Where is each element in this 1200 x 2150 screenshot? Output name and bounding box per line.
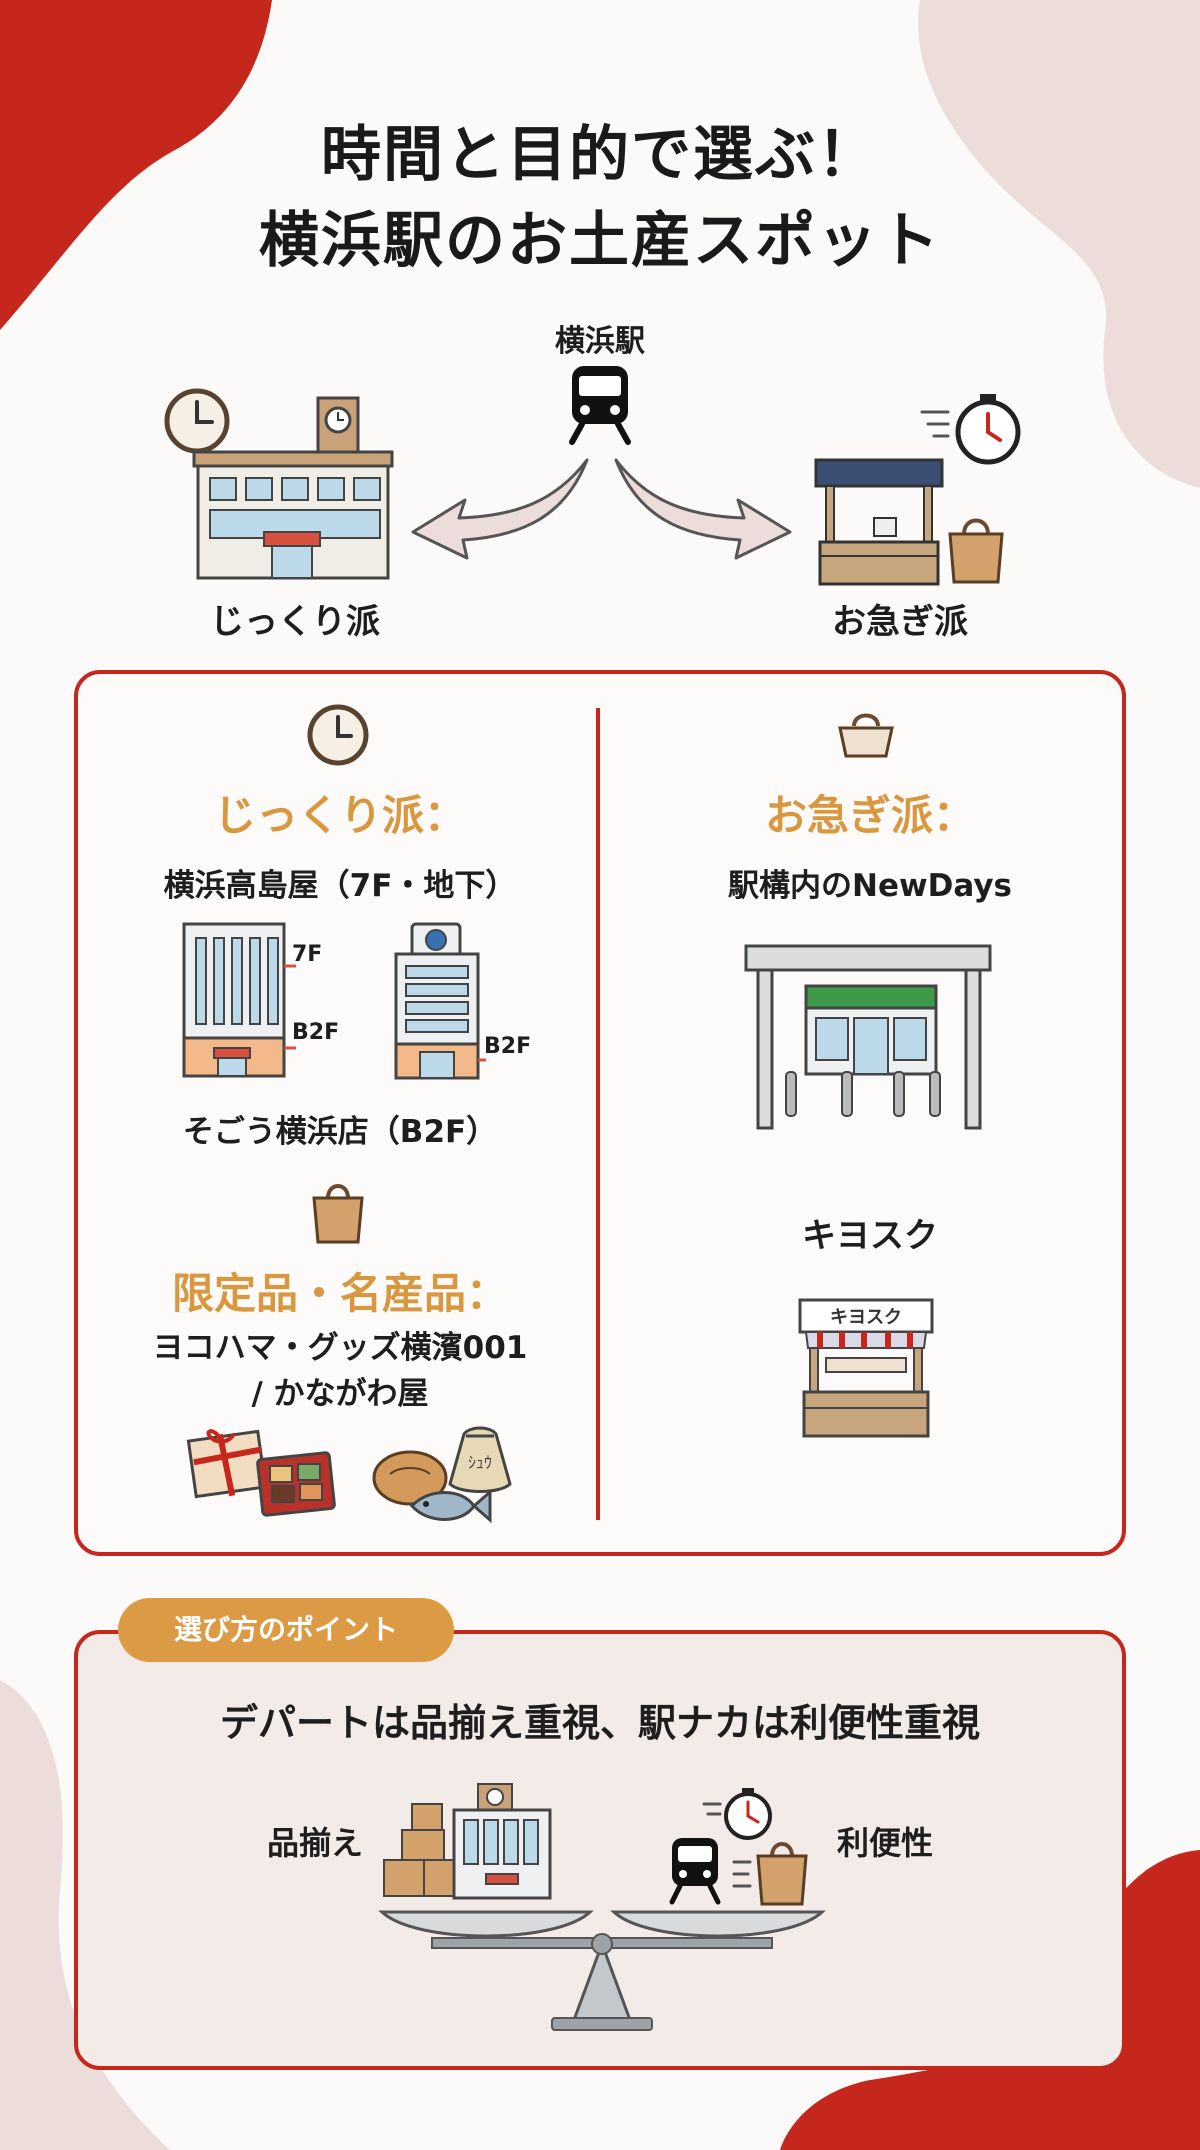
corner-blob-bottom-left xyxy=(0,1680,170,2150)
right-style-label: お急ぎ派 xyxy=(832,602,968,642)
title-line-1: 時間と目的で選ぶ！ xyxy=(321,120,879,190)
stopwatch-icon xyxy=(702,1788,772,1840)
souvenir-shops-line2: / かながわ屋 xyxy=(251,1376,429,1412)
kiosk-label: キヨスク xyxy=(802,1216,938,1256)
title-line-2: 横浜駅のお土産スポット xyxy=(259,206,941,276)
kiosk-stall-icon xyxy=(814,458,944,586)
fish-icon xyxy=(409,1488,492,1524)
department-store-icon xyxy=(192,396,394,580)
shopping-bag-icon xyxy=(948,518,1004,584)
right-heading: お急ぎ派： xyxy=(764,791,975,840)
gift-box-icon xyxy=(186,1429,268,1499)
snack-tag-text: ｼｭｳ xyxy=(468,1453,492,1472)
takashimaya-building-icon xyxy=(182,922,296,1078)
souvenir-shops-line1: ヨコハマ・グッズ横濱001 xyxy=(152,1330,528,1366)
train-icon xyxy=(669,1838,721,1905)
corner-blob-bottom-right xyxy=(780,1850,1200,2150)
floor-b2f-label: B2F xyxy=(292,1020,340,1045)
selection-label: 品揃え xyxy=(266,1824,363,1862)
sogo-building-icon xyxy=(394,922,486,1080)
corner-blob-top-left xyxy=(0,0,272,330)
clock-icon xyxy=(307,704,369,766)
shopping-bag-icon xyxy=(732,1842,808,1906)
balance-scale-icon xyxy=(378,1910,826,2031)
tips-badge: 選び方のポイント xyxy=(118,1598,454,1662)
newdays-label: 駅構内のNewDays xyxy=(728,868,1012,904)
train-icon xyxy=(569,366,631,445)
boxes-and-store-icon xyxy=(383,1783,552,1900)
bento-box-icon xyxy=(256,1451,336,1517)
corner-blob-top-right xyxy=(918,0,1200,488)
handbag-icon xyxy=(838,713,894,758)
kiosk-sign-text: キヨスク xyxy=(830,1307,902,1328)
page-title: 時間と目的で選ぶ！ 横浜駅のお土産スポット xyxy=(0,112,1200,284)
comparison-panel xyxy=(74,670,1126,1556)
arrow-to-left-icon xyxy=(411,458,589,560)
takashimaya-label: 横浜高島屋（7F・地下） xyxy=(163,868,517,904)
panel-divider xyxy=(596,708,600,1520)
convenience-label: 利便性 xyxy=(836,1824,933,1862)
newdays-store-icon xyxy=(744,944,992,1130)
shopping-bag-icon xyxy=(312,1184,364,1244)
snack-bag-icon: ｼｭｳ xyxy=(448,1426,512,1493)
bread-icon xyxy=(372,1450,448,1506)
left-style-label: じっくり派 xyxy=(210,602,380,642)
stopwatch-icon xyxy=(920,394,1021,465)
station-label: 横浜駅 xyxy=(555,324,645,359)
sogo-label: そごう横浜店（B2F） xyxy=(182,1114,498,1150)
arrow-to-right-icon xyxy=(614,458,792,560)
tips-headline: デパートは品揃え重視、駅ナカは利便性重視 xyxy=(219,1701,980,1745)
left-heading: じっくり派： xyxy=(213,791,466,840)
floor-b2f-sogo-label: B2F xyxy=(484,1034,532,1059)
floor-7f-label: 7F xyxy=(292,942,323,967)
kiosk-shop-icon: キヨスク xyxy=(798,1298,934,1438)
limited-items-heading: 限定品・名産品： xyxy=(171,1269,508,1318)
